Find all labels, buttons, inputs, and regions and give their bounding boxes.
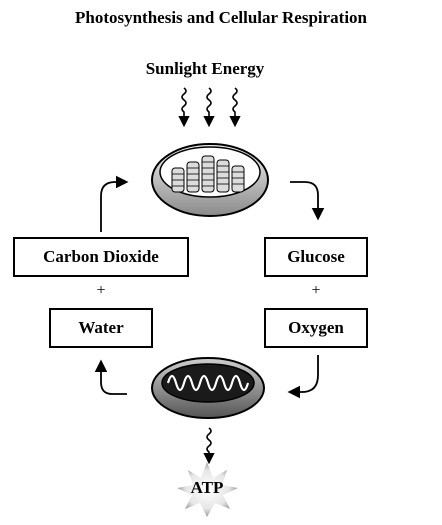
mitochondrion-icon [151, 357, 265, 419]
cycle-arrow-icon [94, 175, 325, 399]
carbon-dioxide-label: Carbon Dioxide [43, 247, 159, 266]
diagram-title: Photosynthesis and Cellular Respiration [74, 8, 368, 27]
sunlight-energy-label: Sunlight Energy [145, 59, 265, 78]
sunlight-wave-icon [178, 87, 241, 128]
atp-label: ATP [190, 478, 224, 497]
atp-wave-icon [203, 427, 215, 465]
glucose-label: Glucose [287, 247, 345, 266]
carbon-dioxide-box: Carbon Dioxide [13, 237, 189, 277]
oxygen-box: Oxygen [264, 308, 368, 348]
atp-burst-icon [177, 462, 238, 517]
water-label: Water [78, 318, 124, 337]
plus-sign-left: + [96, 282, 106, 299]
oxygen-label: Oxygen [288, 318, 344, 337]
glucose-box: Glucose [264, 237, 368, 277]
chloroplast-icon [151, 143, 269, 217]
water-box: Water [49, 308, 153, 348]
plus-sign-right: + [311, 282, 321, 299]
